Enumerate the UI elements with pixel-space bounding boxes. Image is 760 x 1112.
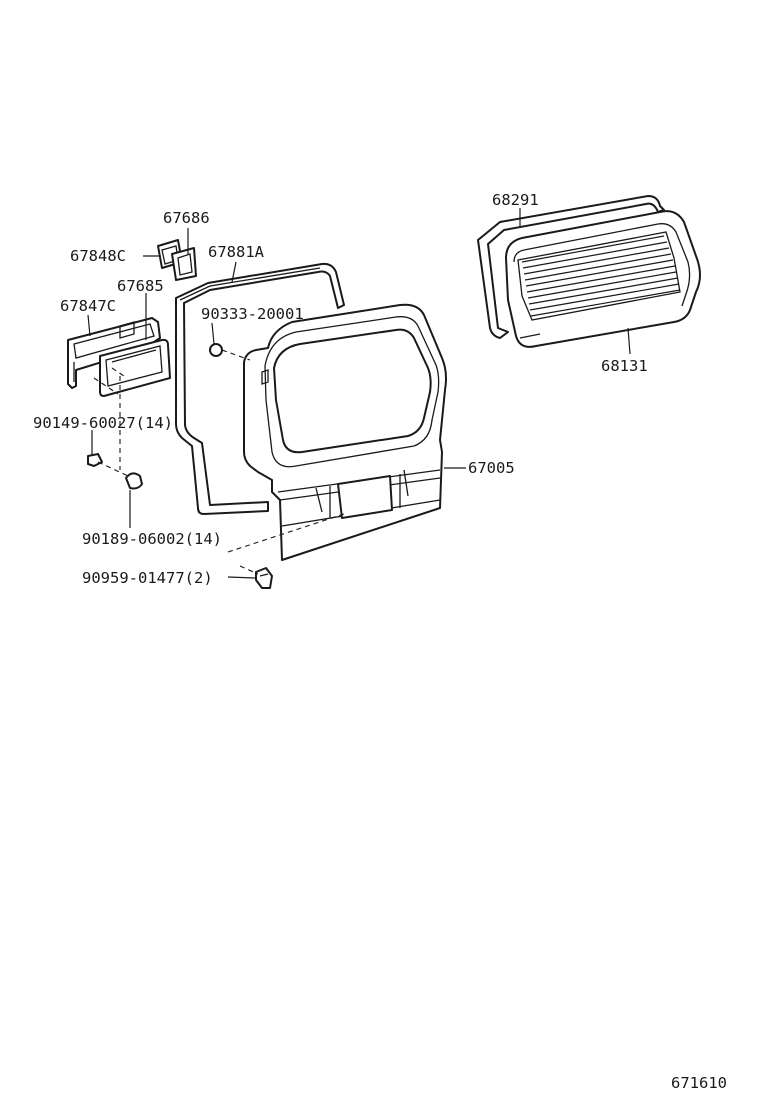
label-67005: 67005: [468, 459, 515, 477]
label-67686: 67686: [163, 209, 210, 227]
back-door-panel: [243, 303, 447, 561]
label-90149-60027: 90149-60027(14): [33, 414, 173, 432]
nut-90189: [125, 472, 143, 490]
label-90959-01477: 90959-01477(2): [82, 569, 213, 587]
label-68131: 68131: [601, 357, 648, 375]
label-68291: 68291: [492, 191, 539, 209]
rear-spoiler-68131: [505, 210, 701, 348]
label-67848C: 67848C: [70, 247, 126, 265]
spoiler-seal-68291: [477, 195, 665, 339]
spoiler-fins: [521, 235, 681, 317]
leader-lines: [87, 208, 631, 579]
cover-67685: [99, 338, 171, 397]
label-67685: 67685: [117, 277, 164, 295]
label-67847C: 67847C: [60, 297, 116, 315]
back-door-weatherstrip: [175, 262, 345, 515]
figure-code: 671610: [671, 1074, 727, 1092]
clip-90333: [209, 343, 223, 357]
label-67881A: 67881A: [208, 243, 265, 261]
part-labels: 67686 67848C 67881A 67685 67847C 90333-2…: [33, 191, 648, 587]
label-90189-06002: 90189-06002(14): [82, 530, 222, 548]
label-90333-20001: 90333-20001: [201, 305, 304, 323]
bolt-90959: [255, 567, 273, 589]
pad-67686: [171, 247, 197, 281]
alignment-lines: [93, 349, 345, 575]
screw-90149: [87, 453, 103, 467]
